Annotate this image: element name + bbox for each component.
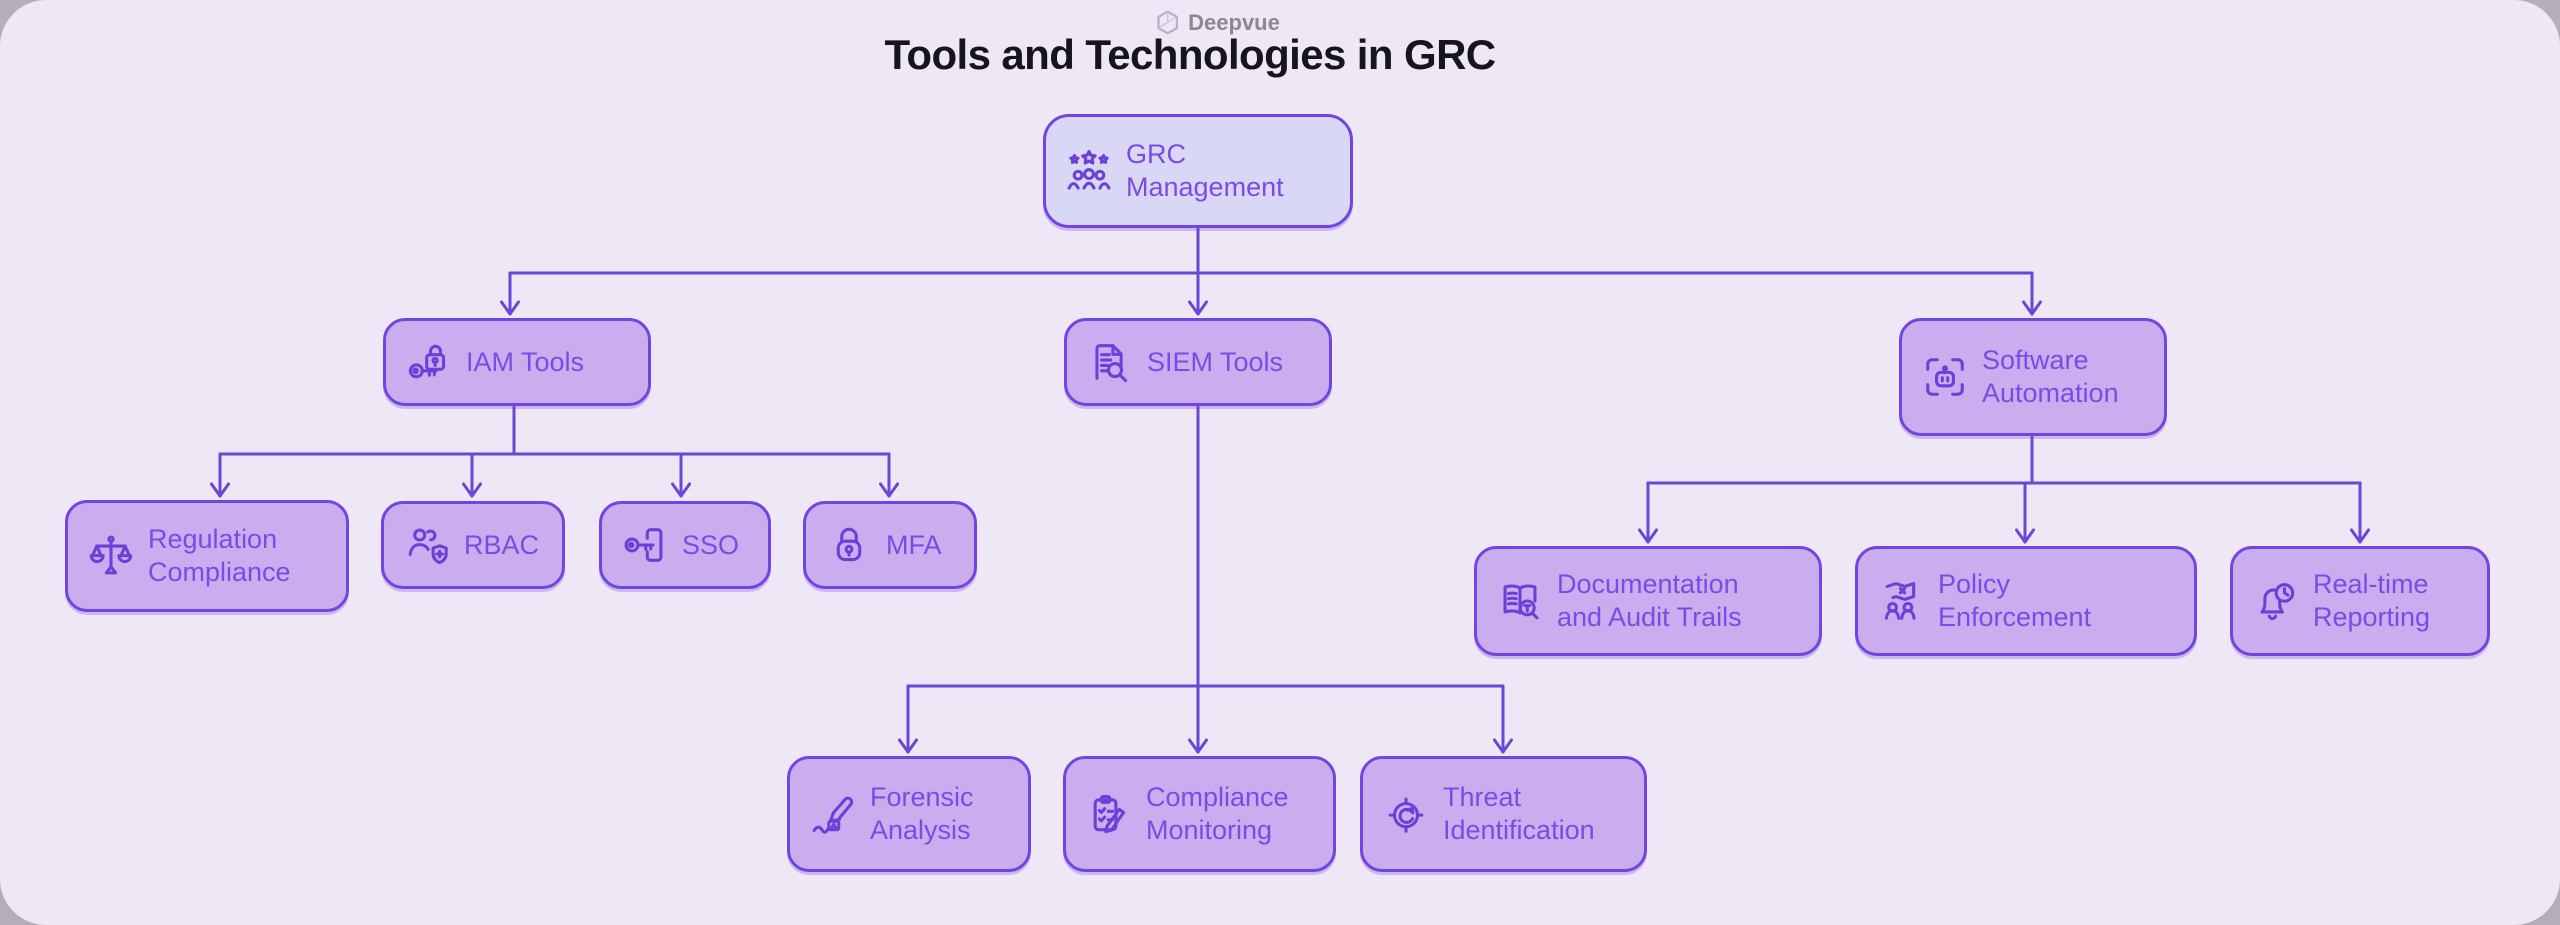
node-compliance-monitoring: Compliance Monitoring bbox=[1063, 756, 1336, 872]
node-label: Policy Enforcement bbox=[1938, 569, 2092, 632]
page-title: Tools and Technologies in GRC bbox=[884, 31, 1496, 78]
target-icon bbox=[1383, 791, 1429, 837]
node-grc-management: GRC Management bbox=[1043, 114, 1353, 228]
node-mfa: MFA bbox=[803, 501, 977, 589]
node-label: RBAC bbox=[464, 529, 540, 560]
node-siem-tools: SIEM Tools bbox=[1064, 318, 1332, 406]
node-realtime-reporting: Real-time Reporting bbox=[2230, 546, 2490, 656]
pen-stamp-icon bbox=[810, 791, 856, 837]
node-threat-identification: Threat Identification bbox=[1360, 756, 1647, 872]
key-door-icon bbox=[622, 522, 668, 568]
node-label: Forensic Analysis bbox=[870, 782, 974, 845]
node-label: Regulation Compliance bbox=[148, 524, 291, 587]
node-sso: SSO bbox=[599, 501, 771, 589]
key-lock-icon bbox=[406, 339, 452, 385]
node-label: MFA bbox=[886, 529, 942, 560]
document-search-icon bbox=[1087, 339, 1133, 385]
brand-name: Deepvue bbox=[1188, 9, 1280, 35]
map-people-icon bbox=[1878, 578, 1924, 624]
node-forensic-analysis: Forensic Analysis bbox=[787, 756, 1031, 872]
node-label: IAM Tools bbox=[466, 346, 585, 377]
node-label: SIEM Tools bbox=[1147, 346, 1284, 377]
node-label: SSO bbox=[682, 529, 740, 560]
deepvue-logo-icon bbox=[1157, 10, 1178, 35]
node-documentation-audit-trails: Documentation and Audit Trails bbox=[1474, 546, 1822, 656]
node-policy-enforcement: Policy Enforcement bbox=[1855, 546, 2197, 656]
clipboard-pencil-icon bbox=[1086, 791, 1132, 837]
brand-logo: Deepvue bbox=[1154, 9, 1280, 36]
team-stars-icon bbox=[1066, 148, 1112, 194]
node-label: Documentation and Audit Trails bbox=[1557, 569, 1742, 632]
node-regulation-compliance: Regulation Compliance bbox=[65, 500, 349, 612]
bell-clock-icon bbox=[2253, 578, 2299, 624]
book-magnifier-icon bbox=[1497, 578, 1543, 624]
node-label: GRC Management bbox=[1126, 139, 1284, 202]
padlock-icon bbox=[826, 522, 872, 568]
robot-scan-icon bbox=[1922, 354, 1968, 400]
node-label: Threat Identification bbox=[1443, 782, 1595, 845]
node-software-automation: Software Automation bbox=[1899, 318, 2167, 436]
node-label: Real-time Reporting bbox=[2313, 569, 2431, 632]
scales-icon bbox=[88, 533, 134, 579]
node-rbac: RBAC bbox=[381, 501, 565, 589]
node-label: Compliance Monitoring bbox=[1146, 782, 1289, 845]
node-label: Software Automation bbox=[1982, 345, 2119, 408]
node-iam-tools: IAM Tools bbox=[383, 318, 651, 406]
users-shield-icon bbox=[404, 522, 450, 568]
